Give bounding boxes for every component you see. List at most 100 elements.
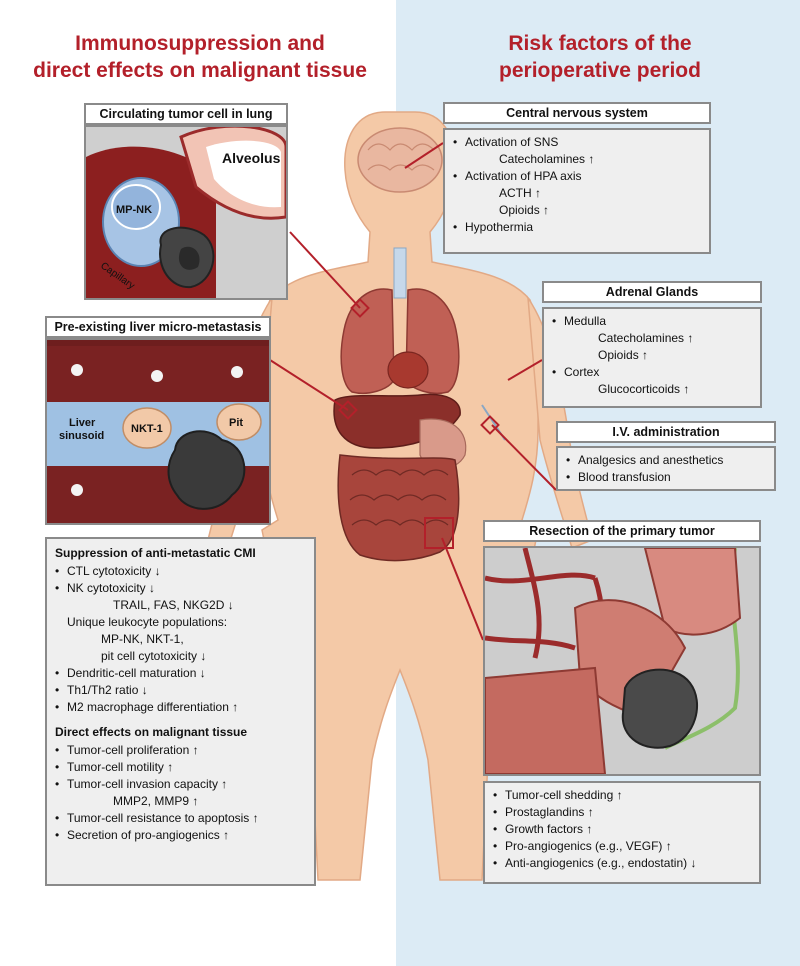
list-item: Opioids ↑ — [598, 348, 649, 362]
list-item: Anti-angiogenics (e.g., endostatin) ↓ — [493, 855, 753, 872]
colon-segment-left — [485, 666, 607, 774]
iv-connector — [491, 424, 557, 491]
connectors — [269, 142, 557, 641]
list-item: Tumor-cell motility ↑ — [55, 759, 308, 776]
list-item: Tumor-cell resistance to apoptosis ↑ — [55, 810, 308, 827]
iv-title: I.V. administration — [556, 421, 776, 443]
list-item: CTL cytotoxicity ↓ — [55, 563, 308, 580]
hepatocyte-nucleus-4 — [71, 484, 83, 496]
direct-effects-section-title: Direct effects on malignant tissue — [55, 725, 248, 739]
list-item: Activation of HPA axis — [453, 168, 703, 185]
resection-panel — [483, 546, 761, 776]
brain — [357, 127, 443, 193]
hepatocyte-nucleus-2 — [151, 370, 163, 382]
cns-connector — [404, 142, 444, 169]
cns-title: Central nervous system — [443, 102, 711, 124]
adrenal-connector — [507, 359, 543, 381]
list-item: Glucocorticoids ↑ — [598, 382, 690, 396]
resection-panel-art — [485, 548, 742, 774]
primary-tumor — [621, 668, 699, 749]
list-item: Prostaglandins ↑ — [493, 804, 753, 821]
lung-panel-title: Circulating tumor cell in lung — [84, 103, 288, 125]
mpnk-label: MP-NK — [116, 204, 152, 216]
hepatocyte-nucleus-1 — [71, 364, 83, 376]
alveolus-label: Alveolus — [222, 150, 281, 166]
list-item: Th1/Th2 ratio ↓ — [55, 682, 308, 699]
list-item: TRAIL, FAS, NKG2D ↓ — [113, 598, 234, 612]
metastasis-cluster — [167, 430, 246, 510]
cmi-box: Suppression of anti-metastatic CMI CTL c… — [45, 537, 316, 886]
list-item: ACTH ↑ — [499, 186, 541, 200]
trachea — [393, 247, 407, 299]
list-item: Tumor-cell invasion capacity ↑ — [55, 776, 308, 793]
list-item: Pro-angiogenics (e.g., VEGF) ↑ — [493, 838, 753, 855]
nkt-label: NKT-1 — [131, 423, 163, 435]
pit-label: Pit — [229, 417, 243, 429]
liver-panel-art: Liver sinusoid NKT-1 Pit — [47, 346, 269, 523]
lung-panel: Alveolus MP-NK Capillary — [84, 125, 288, 300]
list-item: pit cell cytotoxicity ↓ — [101, 649, 207, 663]
resection-title: Resection of the primary tumor — [483, 520, 761, 542]
right-heading: Risk factors of the perioperative period — [410, 30, 790, 84]
list-item: Catecholamines ↑ — [598, 331, 694, 345]
list-item: MP-NK, NKT-1, — [101, 632, 184, 646]
pit-cell — [216, 403, 262, 441]
left-lung — [340, 288, 395, 394]
adrenal-title: Adrenal Glands — [542, 281, 762, 303]
list-item: Tumor-cell proliferation ↑ — [55, 742, 308, 759]
list-item: Cortex — [552, 364, 754, 381]
list-item: Opioids ↑ — [499, 203, 550, 217]
nkt-cell — [122, 407, 172, 449]
list-item: Analgesics and anesthetics — [566, 452, 768, 469]
lung-panel-art: Alveolus MP-NK Capillary — [86, 127, 286, 298]
lung-marker — [350, 298, 370, 318]
sinusoid-label-1: Liver — [69, 417, 96, 429]
resection-list: Tumor-cell shedding ↑Prostaglandins ↑Gro… — [493, 787, 753, 872]
liver-marker — [338, 400, 358, 420]
intestines — [337, 454, 460, 562]
resection-connector — [441, 537, 484, 641]
list-item: M2 macrophage differentiation ↑ — [55, 699, 308, 716]
left-heading-line-1: Immunosuppression and — [75, 32, 325, 55]
sinusoid-label-2: sinusoid — [59, 430, 104, 442]
liver-panel: Liver sinusoid NKT-1 Pit — [45, 338, 271, 525]
brain-folds — [367, 143, 435, 171]
list-item: Blood transfusion — [566, 469, 768, 486]
iv-marker — [480, 415, 500, 435]
iv-box: Analgesics and anestheticsBlood transfus… — [556, 446, 776, 491]
list-item: MMP2, MMP9 ↑ — [113, 794, 199, 808]
direct-effects-list: Tumor-cell proliferation ↑Tumor-cell mot… — [55, 742, 308, 844]
heart — [387, 351, 429, 389]
list-item: Dendritic-cell maturation ↓ — [55, 665, 308, 682]
list-item: Medulla — [552, 313, 754, 330]
mpnk-nucleus — [111, 184, 161, 230]
list-item: Unique leukocyte populations: — [67, 615, 228, 629]
right-heading-line-1: Risk factors of the — [508, 32, 692, 55]
alveolus-space — [206, 140, 281, 208]
list-item: Secretion of pro-angiogenics ↑ — [55, 827, 308, 844]
left-heading: Immunosuppression and direct effects on … — [10, 30, 390, 84]
list-item: Activation of SNS — [453, 134, 703, 151]
hepatocyte-nucleus-3 — [231, 366, 243, 378]
liver-panel-title: Pre-existing liver micro-metastasis — [45, 316, 271, 338]
cmi-list: CTL cytotoxicity ↓NK cytotoxicity ↓TRAIL… — [55, 563, 308, 716]
resection-box: Tumor-cell shedding ↑Prostaglandins ↑Gro… — [483, 781, 761, 884]
left-heading-line-2: direct effects on malignant tissue — [33, 59, 367, 82]
liver-connector — [269, 359, 349, 411]
iv-list: Analgesics and anestheticsBlood transfus… — [566, 452, 768, 486]
list-item: Tumor-cell shedding ↑ — [493, 787, 753, 804]
intestine-coils — [349, 469, 449, 526]
cmi-section-title: Suppression of anti-metastatic CMI — [55, 546, 256, 560]
list-item: Catecholamines ↑ — [499, 152, 595, 166]
right-heading-line-2: perioperative period — [499, 59, 701, 82]
blood-vessels — [485, 548, 605, 670]
list-item: Growth factors ↑ — [493, 821, 753, 838]
list-item: Hypothermia — [453, 219, 703, 236]
tumor-nucleus — [178, 246, 200, 270]
lung-connector — [289, 231, 361, 309]
list-item: NK cytotoxicity ↓ — [55, 580, 308, 597]
